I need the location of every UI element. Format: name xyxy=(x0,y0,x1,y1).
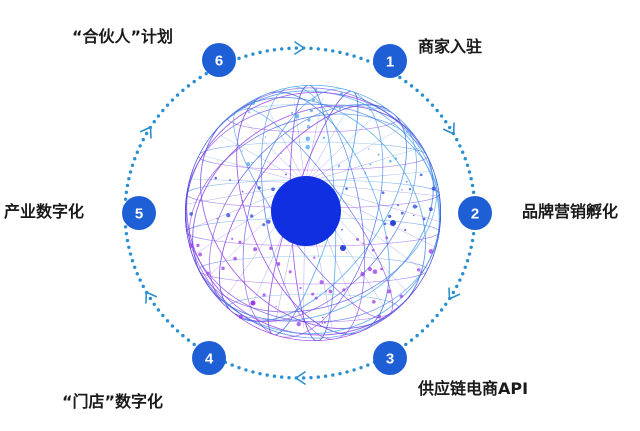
chevron-arrow-icon xyxy=(294,371,306,385)
chevron-arrow-icon xyxy=(448,287,461,301)
chevron-arrow-icon xyxy=(145,290,157,304)
step-node-circle xyxy=(192,341,226,375)
chevron-arrow-icon xyxy=(443,122,455,136)
step-number: 1 xyxy=(386,54,394,71)
step-node-6: 6 xyxy=(202,43,236,77)
flow-arrows xyxy=(139,41,461,385)
step-nodes: 1 2 3 4 5 6 xyxy=(122,43,492,375)
step-node-1: 1 xyxy=(373,44,407,78)
step-node-circle xyxy=(373,341,407,375)
step-node-circle xyxy=(458,196,492,230)
step-node-3: 3 xyxy=(373,341,407,375)
network-sphere-icon xyxy=(185,85,441,341)
step-label-1: 商家入驻 xyxy=(418,37,483,56)
step-number: 2 xyxy=(471,206,479,223)
step-label-5: 产业数字化 xyxy=(4,202,85,221)
step-number: 4 xyxy=(205,351,214,368)
step-node-5: 5 xyxy=(122,196,156,230)
chevron-arrow-icon xyxy=(139,125,152,139)
chevron-arrow-icon xyxy=(294,41,306,55)
step-number: 3 xyxy=(386,351,394,368)
sphere-core xyxy=(271,176,341,246)
step-node-4: 4 xyxy=(192,341,226,375)
step-number: 6 xyxy=(215,53,223,70)
step-node-circle xyxy=(202,43,236,77)
step-node-circle xyxy=(122,196,156,230)
step-label-3: 供应链电商API xyxy=(418,379,529,398)
step-label-4: “门店”数字化 xyxy=(62,392,164,411)
step-label-6: “合伙人”计划 xyxy=(72,27,174,46)
step-node-2: 2 xyxy=(458,196,492,230)
step-node-circle xyxy=(373,44,407,78)
step-number: 5 xyxy=(135,206,143,223)
step-label-2: 品牌营销孵化 xyxy=(522,202,619,221)
